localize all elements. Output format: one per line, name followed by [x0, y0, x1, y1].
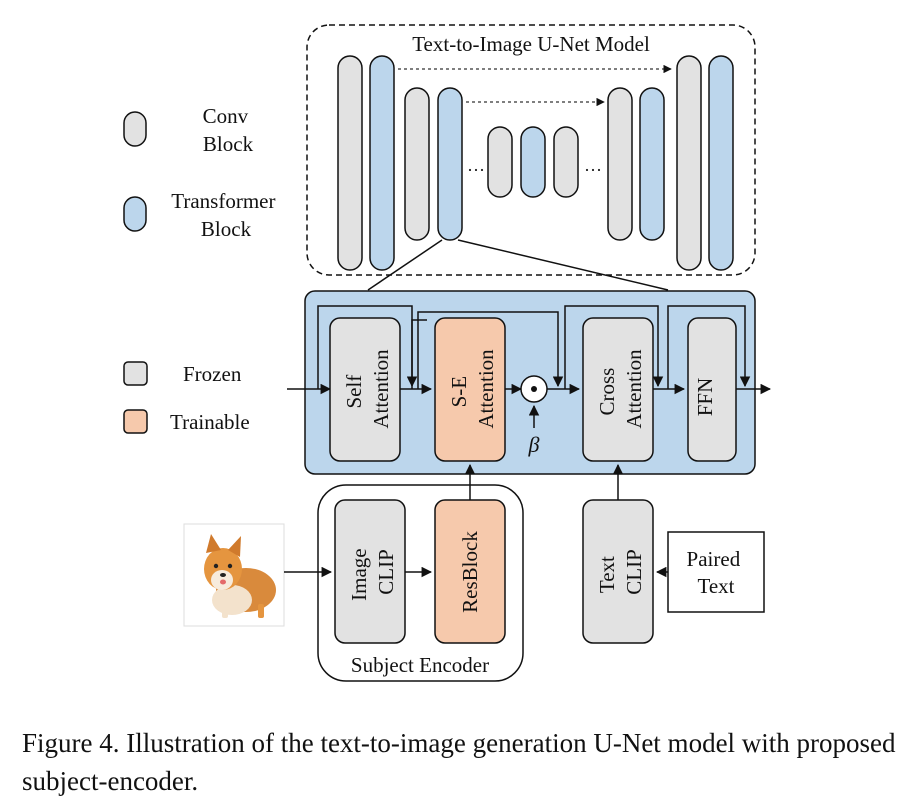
legend-conv-label: Conv Block [203, 104, 254, 156]
subject-encoder-title: Subject Encoder [351, 653, 489, 677]
image-clip-label: Image CLIP [347, 543, 398, 601]
legend-block-type: Conv Block Transformer Block [123, 104, 280, 241]
unet-transformer-block-3 [639, 87, 665, 241]
unet-ellipsis-right: ··· [584, 160, 602, 180]
legend-transformer-line1: Transformer [171, 189, 275, 213]
unet-conv-block-2 [404, 87, 430, 241]
unet-ellipsis-left: ··· [467, 160, 485, 180]
residual-ffn [667, 305, 751, 389]
skip-over-se-attention [417, 311, 564, 389]
unet-frame [306, 24, 756, 276]
legend-conv-line2: Block [203, 132, 254, 156]
se-attention-line2: Attention [474, 349, 498, 429]
legend-transformer-line2: Block [201, 217, 252, 241]
unet-conv-block-3 [607, 87, 633, 241]
paired-text-line2: Text [697, 574, 734, 598]
legend-trainable-label: Trainable [170, 410, 250, 434]
unet-title: Text-to-Image U-Net Model [412, 32, 650, 56]
legend-frozen-swatch [123, 361, 148, 386]
residual-cross-attention [564, 305, 664, 389]
unet-transformer-block-mid [520, 126, 546, 198]
paired-text-box [667, 531, 765, 613]
legend-training-state: Frozen Trainable [123, 361, 250, 434]
branch-to-se-attention [411, 319, 427, 389]
legend-trainable-swatch [123, 409, 148, 434]
self-attention-line2: Attention [369, 349, 393, 429]
text-branch: Text CLIP Paired Text [582, 463, 765, 644]
unet-title-bg [376, 30, 686, 58]
cross-attention-line1: Cross [595, 368, 619, 416]
image-clip-line1: Image [347, 548, 371, 600]
se-attention-line1: S-E [447, 376, 471, 408]
subject-encoder: Subject Encoder Image CLIP ResBlock [317, 463, 524, 682]
legend-transformer-label: Transformer Block [171, 189, 280, 241]
ffn-block [687, 317, 737, 462]
se-attention-label: S-E Attention [447, 349, 498, 429]
beta-symbol: β [528, 432, 540, 457]
unet-transformer-block-4 [708, 55, 734, 271]
unet-transformer-block-1 [369, 55, 395, 271]
ffn-label: FFN [693, 378, 717, 417]
transformer-block-detail: Self Attention S-E Attention Cross Atten… [287, 290, 772, 475]
text-clip-line1: Text [595, 556, 619, 593]
architecture-diagram: Text-to-Image U-Net Model ··· ··· Conv B… [123, 24, 772, 682]
legend-conv-line1: Conv [203, 104, 249, 128]
unet-conv-block-4 [676, 55, 702, 271]
unet-conv-block-mid-1 [487, 126, 513, 198]
zoom-line-right [457, 239, 669, 291]
gate-multiply-dot [531, 386, 537, 392]
subject-encoder-frame [317, 484, 524, 682]
self-attention-line1: Self [342, 375, 366, 409]
legend-frozen-label: Frozen [183, 362, 242, 386]
unet-conv-block-1 [337, 55, 363, 271]
paired-text-line1: Paired [687, 547, 741, 571]
figure-caption: Figure 4. Illustration of the text-to-im… [22, 728, 896, 796]
resblock-label: ResBlock [458, 531, 482, 613]
text-clip-line2: CLIP [622, 549, 646, 595]
image-clip-line2: CLIP [374, 549, 398, 595]
cross-attention-line2: Attention [622, 349, 646, 429]
cross-attention-label: Cross Attention [595, 349, 646, 429]
legend-conv-swatch [123, 111, 147, 147]
zoom-line-left [367, 239, 443, 291]
text-clip-label: Text CLIP [595, 549, 646, 595]
unet-model: Text-to-Image U-Net Model ··· ··· [306, 24, 756, 276]
unet-conv-block-mid-2 [553, 126, 579, 198]
unet-transformer-block-2 [437, 87, 463, 241]
subject-image [183, 523, 333, 627]
self-attention-label: Self Attention [342, 349, 393, 429]
paired-text-label: Paired Text [687, 547, 746, 598]
legend-transformer-swatch [123, 196, 147, 232]
corgi-illustration [204, 534, 276, 618]
